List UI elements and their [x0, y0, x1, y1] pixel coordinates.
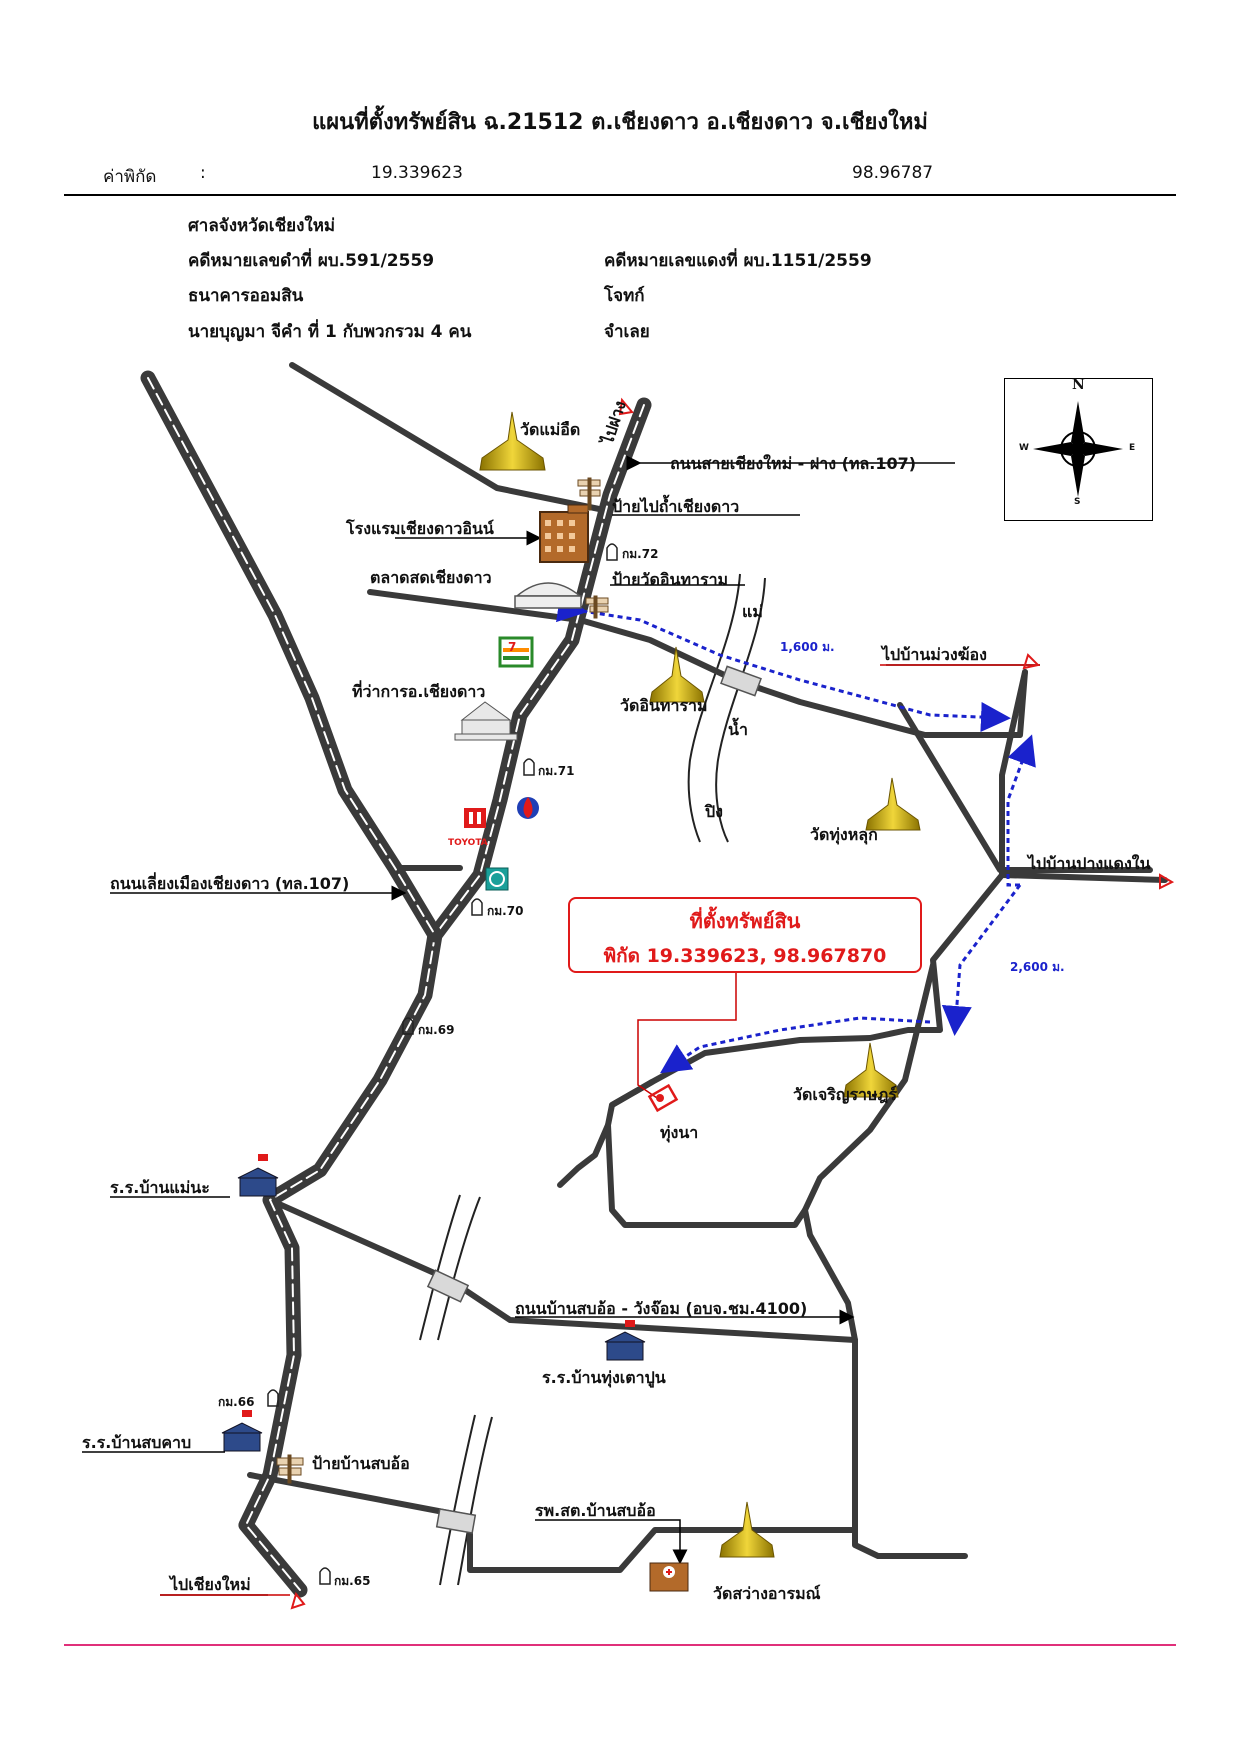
gas-station-icon	[517, 797, 539, 819]
label-km69: กม.69	[418, 1023, 455, 1037]
label-market: ตลาดสดเชียงดาว	[370, 568, 492, 587]
compass-east: E	[1129, 443, 1136, 453]
km-marker-icons	[267, 543, 618, 1585]
property-marker	[637, 966, 739, 1113]
compass-south: S	[1074, 497, 1081, 507]
latitude-value: 19.339623	[371, 163, 463, 183]
label-toyota: TOYOTA	[448, 838, 488, 848]
label-river-mae: แม่	[742, 602, 763, 621]
temple-icons	[479, 411, 921, 1558]
label-distance-1600: 1,600 ม.	[780, 640, 835, 654]
label-distance-2600: 2,600 ม.	[1010, 960, 1065, 974]
label-hotel: โรงแรมเชียงดาวอินน์	[346, 519, 494, 538]
longitude-value: 98.96787	[852, 163, 934, 183]
label-sign-sop-o: ป้ายบ้านสบอ้อ	[312, 1454, 410, 1473]
bridges	[426, 665, 762, 1534]
label-wat-inthararam: วัดอินทาราม	[620, 696, 708, 715]
black-case-number: คดีหมายเลขดำที่ ผบ.591/2559	[188, 251, 435, 271]
route-paths	[555, 592, 1036, 1074]
plaintiff-name: ธนาคารออมสิน	[188, 286, 304, 306]
market-icon	[514, 582, 583, 609]
seven-eleven-label: 7	[508, 640, 517, 654]
label-sign-cave: ป้ายไปถ้ำเชียงดาว	[612, 497, 740, 516]
label-wat-sawang: วัดสว่างอารมณ์	[713, 1584, 821, 1603]
label-school-mae-na: ร.ร.บ้านแม่นะ	[110, 1178, 210, 1197]
red-leaders	[160, 664, 1040, 1596]
defendant-name: นายบุญมา จีคำ ที่ 1 กับพวกรวม 4 คน	[188, 322, 472, 342]
seven-eleven-icon	[498, 636, 534, 668]
school-flags	[242, 1154, 635, 1417]
label-to-chiang-mai: ไปเชียงใหม่	[170, 1575, 251, 1594]
property-coordinates: พิกัด 19.339623, 98.967870	[603, 945, 887, 967]
hospital-icon	[649, 1562, 689, 1592]
compass-rose: N S W E	[1004, 377, 1153, 521]
label-school-thung-tao: ร.ร.บ้านทุ่งเตาปูน	[542, 1368, 666, 1387]
label-property-site: ทุ่งนา	[660, 1123, 699, 1142]
label-to-muang-chong: ไปบ้านม่วงฆ้อง	[882, 645, 987, 664]
label-km70: กม.70	[487, 904, 524, 918]
label-wat-charoen: วัดเจริญราษฎร์	[793, 1085, 897, 1104]
red-case-number: คดีหมายเลขแดงที่ ผบ.1151/2559	[604, 251, 872, 271]
label-road-sop-o: ถนนบ้านสบอ้อ - วังจ๊อม (อบจ.ชม.4100)	[515, 1299, 808, 1318]
label-bypass-road: ถนนเลี่ยงเมืองเชียงดาว (ทล.107)	[110, 874, 350, 893]
label-km65: กม.65	[334, 1574, 371, 1588]
label-km72: กม.72	[622, 547, 659, 561]
label-school-sop-khap: ร.ร.บ้านสบคาบ	[82, 1433, 192, 1452]
compass-star-icon	[1033, 401, 1123, 497]
label-wat-thung-luk: วัดทุ่งหลุก	[810, 825, 878, 844]
label-hospital: รพ.สต.บ้านสบอ้อ	[535, 1501, 656, 1520]
label-district-office: ที่ว่าการอ.เชียงดาว	[352, 682, 486, 701]
defendant-role: จำเลย	[604, 322, 650, 342]
hotel-icon	[539, 504, 589, 563]
label-to-pang-daeng: ไปบ้านปางแดงใน	[1028, 854, 1151, 873]
label-wat-mae-ued: วัดแม่อืด	[520, 420, 581, 439]
highway-107	[140, 370, 652, 1598]
label-river-nam: น้ำ	[728, 720, 748, 739]
compass-north: N	[1072, 377, 1085, 393]
page-title: แผนที่ตั้งทรัพย์สิน ฉ.21512 ต.เชียงดาว อ…	[312, 110, 928, 135]
label-river-ping: ปิง	[705, 802, 723, 821]
direction-arrows	[290, 397, 1175, 1610]
bank-icon	[485, 867, 509, 891]
signpost-icons	[276, 477, 609, 1484]
header-divider	[64, 194, 1176, 196]
district-office-icon	[454, 701, 518, 741]
plaintiff-role: โจทก์	[604, 286, 645, 306]
property-callout: ที่ตั้งทรัพย์สิน พิกัด 19.339623, 98.967…	[568, 897, 922, 973]
leader-lines	[82, 455, 1040, 1596]
label-km66: กม.66	[218, 1395, 255, 1409]
court-name: ศาลจังหวัดเชียงใหม่	[188, 216, 336, 236]
coordinate-separator: :	[200, 163, 206, 183]
label-km71: กม.71	[538, 764, 575, 778]
label-sign-wat-inthararam: ป้ายวัดอินทาราม	[612, 570, 729, 589]
coordinate-label: ค่าพิกัด	[103, 167, 157, 187]
property-title: ที่ตั้งทรัพย์สิน	[689, 909, 801, 933]
compass-west: W	[1019, 443, 1029, 453]
school-icons	[221, 1167, 646, 1452]
label-road-cm-fang: ถนนสายเชียงใหม่ - ฝาง (ทล.107)	[670, 454, 917, 473]
toyota-icon	[464, 808, 486, 828]
